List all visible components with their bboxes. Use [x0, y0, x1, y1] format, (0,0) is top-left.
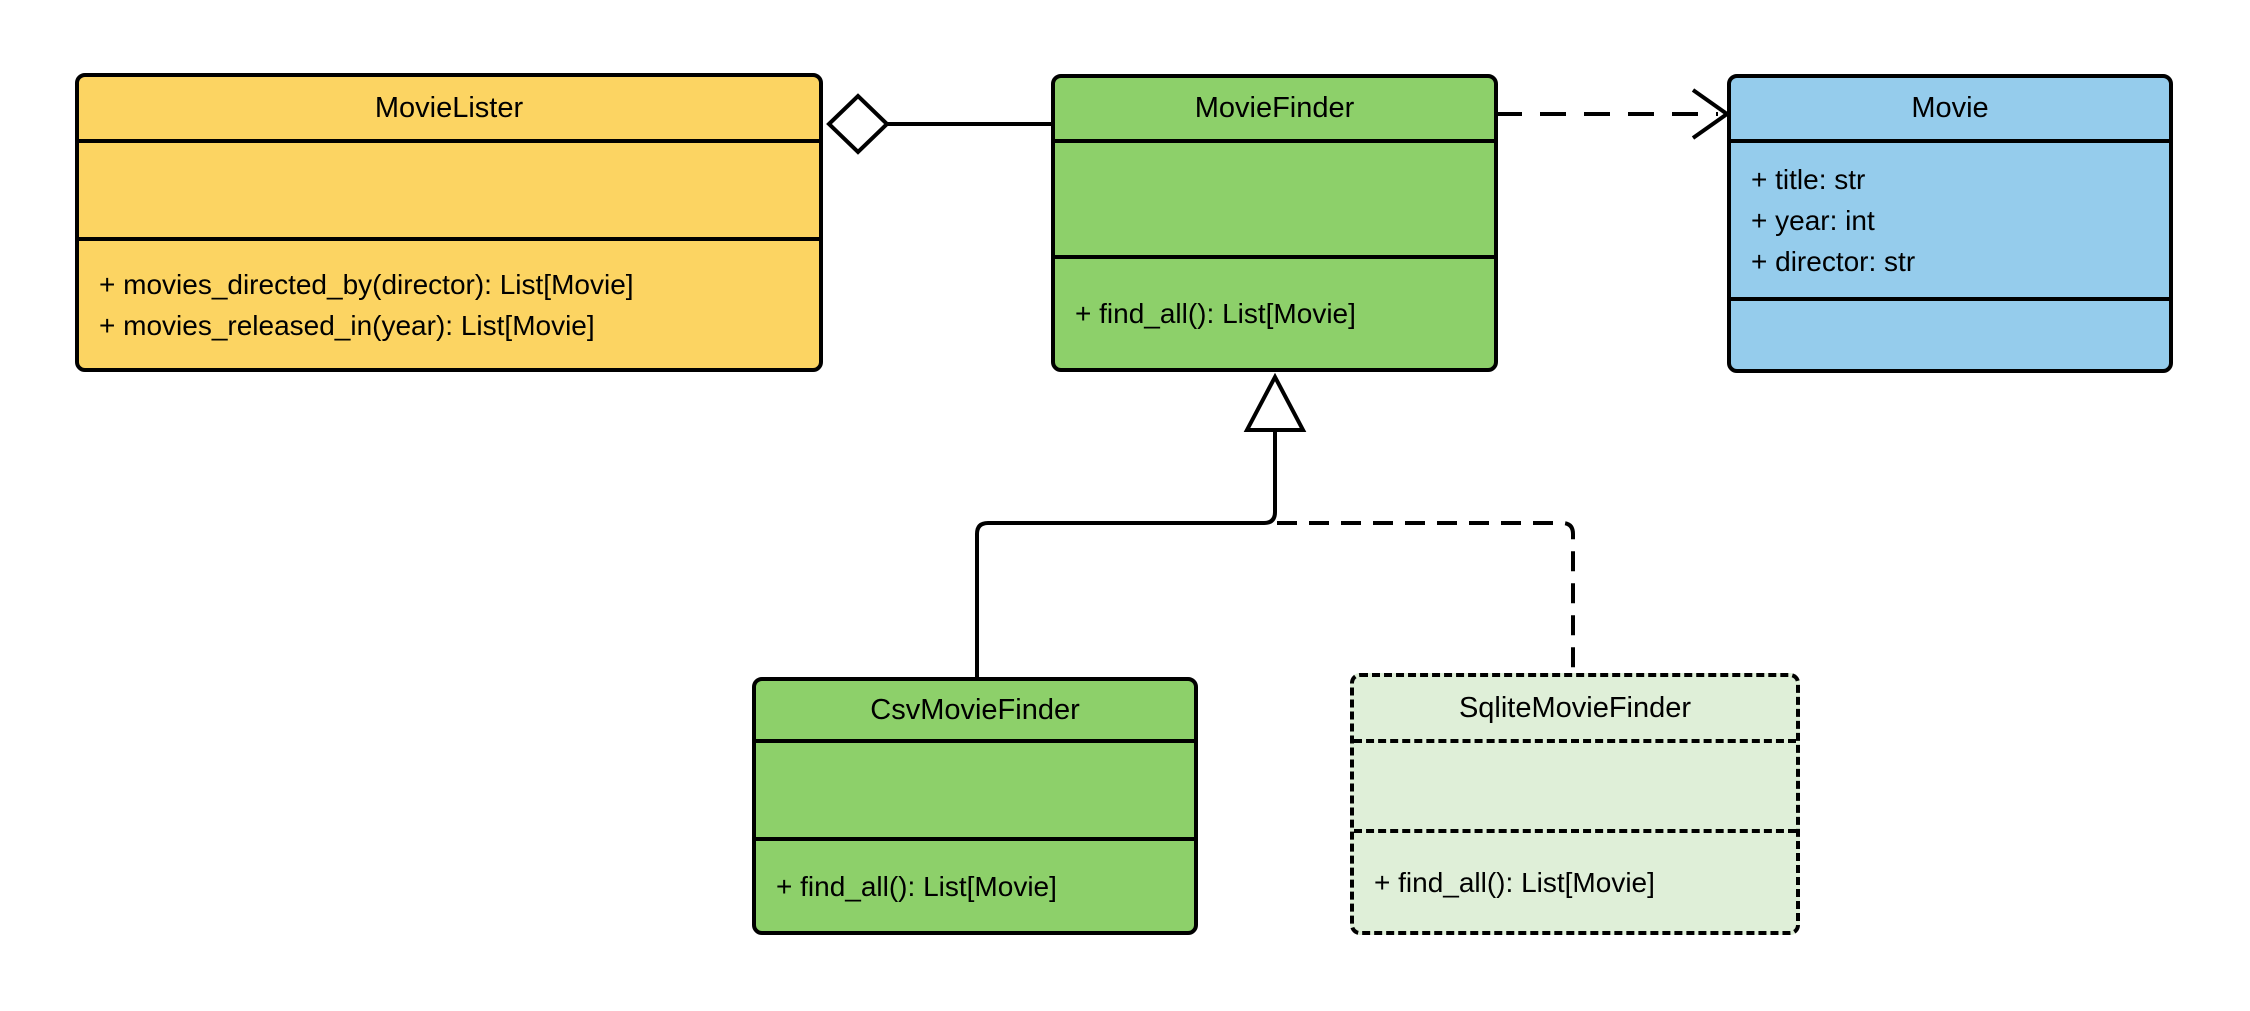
uml-class-sqlitemoviefinder[interactable]: SqliteMovieFinder + find_all(): List[Mov… — [1350, 673, 1800, 935]
attributes-compartment — [1354, 743, 1796, 833]
method-label: + find_all(): List[Movie] — [1075, 298, 1356, 329]
class-name: CsvMovieFinder — [870, 693, 1080, 726]
method-label: + movies_directed_by(director): List[Mov… — [99, 268, 634, 300]
class-name: Movie — [1911, 92, 1989, 124]
method-label: + movies_released_in(year): List[Movie] — [99, 309, 595, 341]
uml-class-csvmoviefinder[interactable]: CsvMovieFinder + find_all(): List[Movie] — [752, 677, 1198, 935]
attributes-compartment — [1055, 143, 1494, 259]
class-name: MovieLister — [374, 91, 524, 124]
methods-compartment: + movies_directed_by(director): List[Mov… — [79, 241, 819, 368]
title-compartment: CsvMovieFinder — [756, 681, 1194, 743]
method-label: + find_all(): List[Movie] — [776, 870, 1057, 902]
attribute-label: + director: str — [1751, 245, 1916, 277]
method-label: + find_all(): List[Movie] — [1374, 866, 1655, 898]
attributes-compartment — [756, 743, 1194, 841]
class-name: SqliteMovieFinder — [1458, 691, 1692, 724]
aggregation-diamond-icon — [826, 93, 890, 155]
methods-compartment: + find_all(): List[Movie] — [756, 841, 1194, 931]
attributes-compartment: + title: str + year: int + director: str — [1731, 143, 2169, 301]
attributes-compartment — [79, 143, 819, 241]
methods-compartment: + find_all(): List[Movie] — [1055, 259, 1494, 368]
title-compartment: MovieFinder — [1055, 78, 1494, 143]
title-compartment: Movie — [1731, 78, 2169, 143]
uml-class-moviefinder[interactable]: MovieFinder + find_all(): List[Movie] — [1051, 74, 1498, 372]
generalization-connector[interactable] — [975, 372, 1307, 679]
uml-class-movielister[interactable]: MovieLister + movies_directed_by(directo… — [75, 73, 823, 372]
dependency-connector[interactable] — [1496, 88, 1731, 140]
generalization-path — [975, 430, 1277, 679]
title-compartment: SqliteMovieFinder — [1354, 677, 1796, 743]
uml-class-movie[interactable]: Movie + title: str + year: int + directo… — [1727, 74, 2173, 373]
attribute-label: + title: str — [1751, 163, 1866, 195]
realization-connector[interactable] — [1277, 521, 1575, 675]
class-name: MovieFinder — [1194, 92, 1355, 124]
aggregation-connector[interactable] — [826, 93, 1055, 155]
attribute-label: + year: int — [1751, 204, 1875, 236]
dependency-arrowhead-icon — [1691, 88, 1731, 140]
title-compartment: MovieLister — [79, 77, 819, 143]
inheritance-triangle-icon — [1243, 372, 1307, 432]
realization-path — [1277, 521, 1575, 675]
methods-compartment: + find_all(): List[Movie] — [1354, 833, 1796, 931]
methods-compartment — [1731, 301, 2169, 369]
